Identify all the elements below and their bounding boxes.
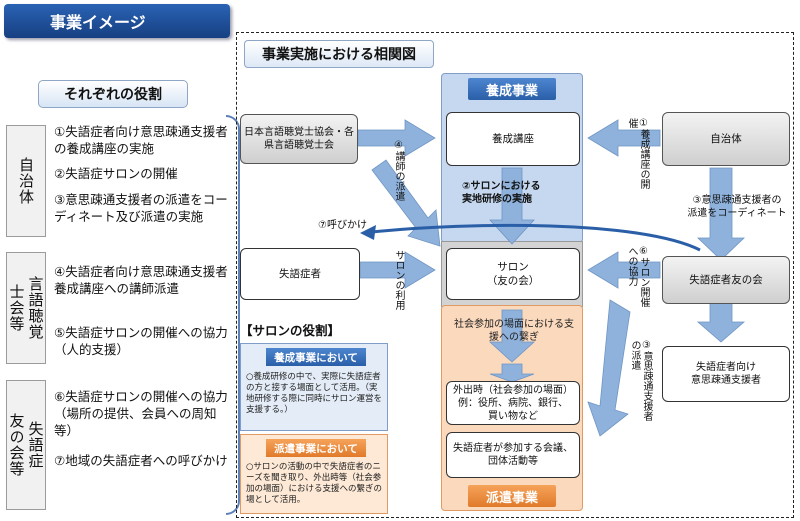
role-label-st-association: 言語聴覚 士会等 bbox=[6, 252, 46, 364]
node-meeting: 失語症者が参加する会議、 団体活動等 bbox=[446, 432, 580, 478]
page-title: 事業イメージ bbox=[4, 4, 230, 38]
training-tag: 養成事業 bbox=[468, 78, 556, 100]
dispatch-tag: 派遣事業 bbox=[468, 485, 556, 507]
diagram-frame bbox=[236, 32, 794, 518]
roles-heading: それぞれの役割 bbox=[38, 80, 188, 108]
node-supporter: 失語症者向け 意思疎通支援者 bbox=[662, 346, 790, 402]
node-friends-association: 失語症者友の会 bbox=[662, 256, 790, 304]
role-item: ⑦地域の失語症者への呼びかけ bbox=[54, 453, 228, 468]
social-participation-text: 社会参加の場面における支援への繋ぎ bbox=[454, 319, 574, 343]
role-item: ③意思疎通支援者の派遣をコーディネート及び派遣の実施 bbox=[54, 192, 228, 224]
label-coordinate: ③意思疎通支援者の 派遣をコーディネート bbox=[687, 195, 787, 219]
role-label-text: 自治体 bbox=[17, 157, 35, 205]
node-aphasia-patient: 失語症者 bbox=[240, 248, 360, 300]
role-item: ④失語症者向け意思疎通支援者養成講座への講師派遣 bbox=[54, 264, 228, 296]
arrow-right-icon bbox=[359, 251, 436, 289]
label-open-course: ①養成講座の開催 bbox=[626, 118, 649, 189]
arrow-left-icon bbox=[587, 251, 661, 289]
role-label-friends-association: 失語症 友の会等 bbox=[6, 380, 46, 510]
arrow-down-icon bbox=[489, 363, 535, 383]
role-label-text: 友の会等 bbox=[7, 413, 26, 477]
role-label-text: 士会等 bbox=[7, 284, 26, 332]
label-call-out: ⑦呼びかけ bbox=[318, 220, 367, 231]
label-dispatch-supporter: ③意思疎通支援者の派遣 bbox=[629, 340, 652, 421]
arrow-head-icon bbox=[360, 225, 376, 240]
role-item: ⑤失語症サロンの開催への協力（人的支援） bbox=[54, 325, 228, 357]
label-salon-use: サロンの利用 bbox=[393, 250, 404, 310]
arrow-left-icon bbox=[587, 119, 661, 157]
role-item: ②失語症サロンの開催 bbox=[54, 166, 178, 181]
role-label-text: 失語症 bbox=[26, 421, 45, 469]
label-salon-practice: ②サロンにおける 実地研修の実施 bbox=[462, 181, 541, 205]
node-association: 日本言語聴覚士協会・各県言語聴覚士会 bbox=[240, 114, 358, 164]
diagram-title: 事業実施における相関図 bbox=[244, 40, 434, 68]
salon-role-dispatch-heading: 派遣事業において bbox=[266, 439, 366, 457]
label-dispatch-lecturer: ④講師の派遣 bbox=[393, 140, 404, 201]
arrow-down-icon bbox=[488, 309, 536, 363]
arrow-down-left-icon bbox=[587, 299, 631, 437]
label-salon-support: ⑥サロン開催への協力 bbox=[626, 246, 649, 307]
role-item: ⑥失語症サロンの開催への協力（場所の提供、会員への周知等） bbox=[54, 389, 228, 438]
role-item: ①失語症者向け意思疎通支援者の養成講座の実施 bbox=[54, 124, 228, 156]
arrow-down-icon bbox=[697, 167, 745, 261]
arrow-right-icon bbox=[357, 119, 436, 157]
role-label-text: 言語聴覚 bbox=[26, 276, 45, 340]
node-training-course: 養成講座 bbox=[446, 112, 580, 166]
node-outing: 外出時（社会参加の場面） 例：役所、病院、銀行、 買い物など bbox=[446, 381, 580, 425]
salon-role-dispatch-text: ○サロンの活動の中で失語症者のニーズを聞き取り、外出時等（社会参加の場面）におけ… bbox=[246, 462, 383, 505]
node-salon: サロン （友の会） bbox=[446, 248, 580, 300]
call-out-arrow bbox=[371, 223, 701, 252]
arrow-down-right-icon bbox=[371, 159, 441, 247]
node-municipality: 自治体 bbox=[662, 112, 790, 166]
role-label-municipality: 自治体 bbox=[6, 125, 46, 237]
salon-role-training-text: ○養成研修の中で、実際に失語症者の方と接する場面として活用。（実地研修する際に同… bbox=[246, 372, 383, 415]
salon-role-title: 【サロンの役割】 bbox=[240, 323, 341, 338]
salon-role-training-heading: 養成事業において bbox=[266, 348, 366, 366]
